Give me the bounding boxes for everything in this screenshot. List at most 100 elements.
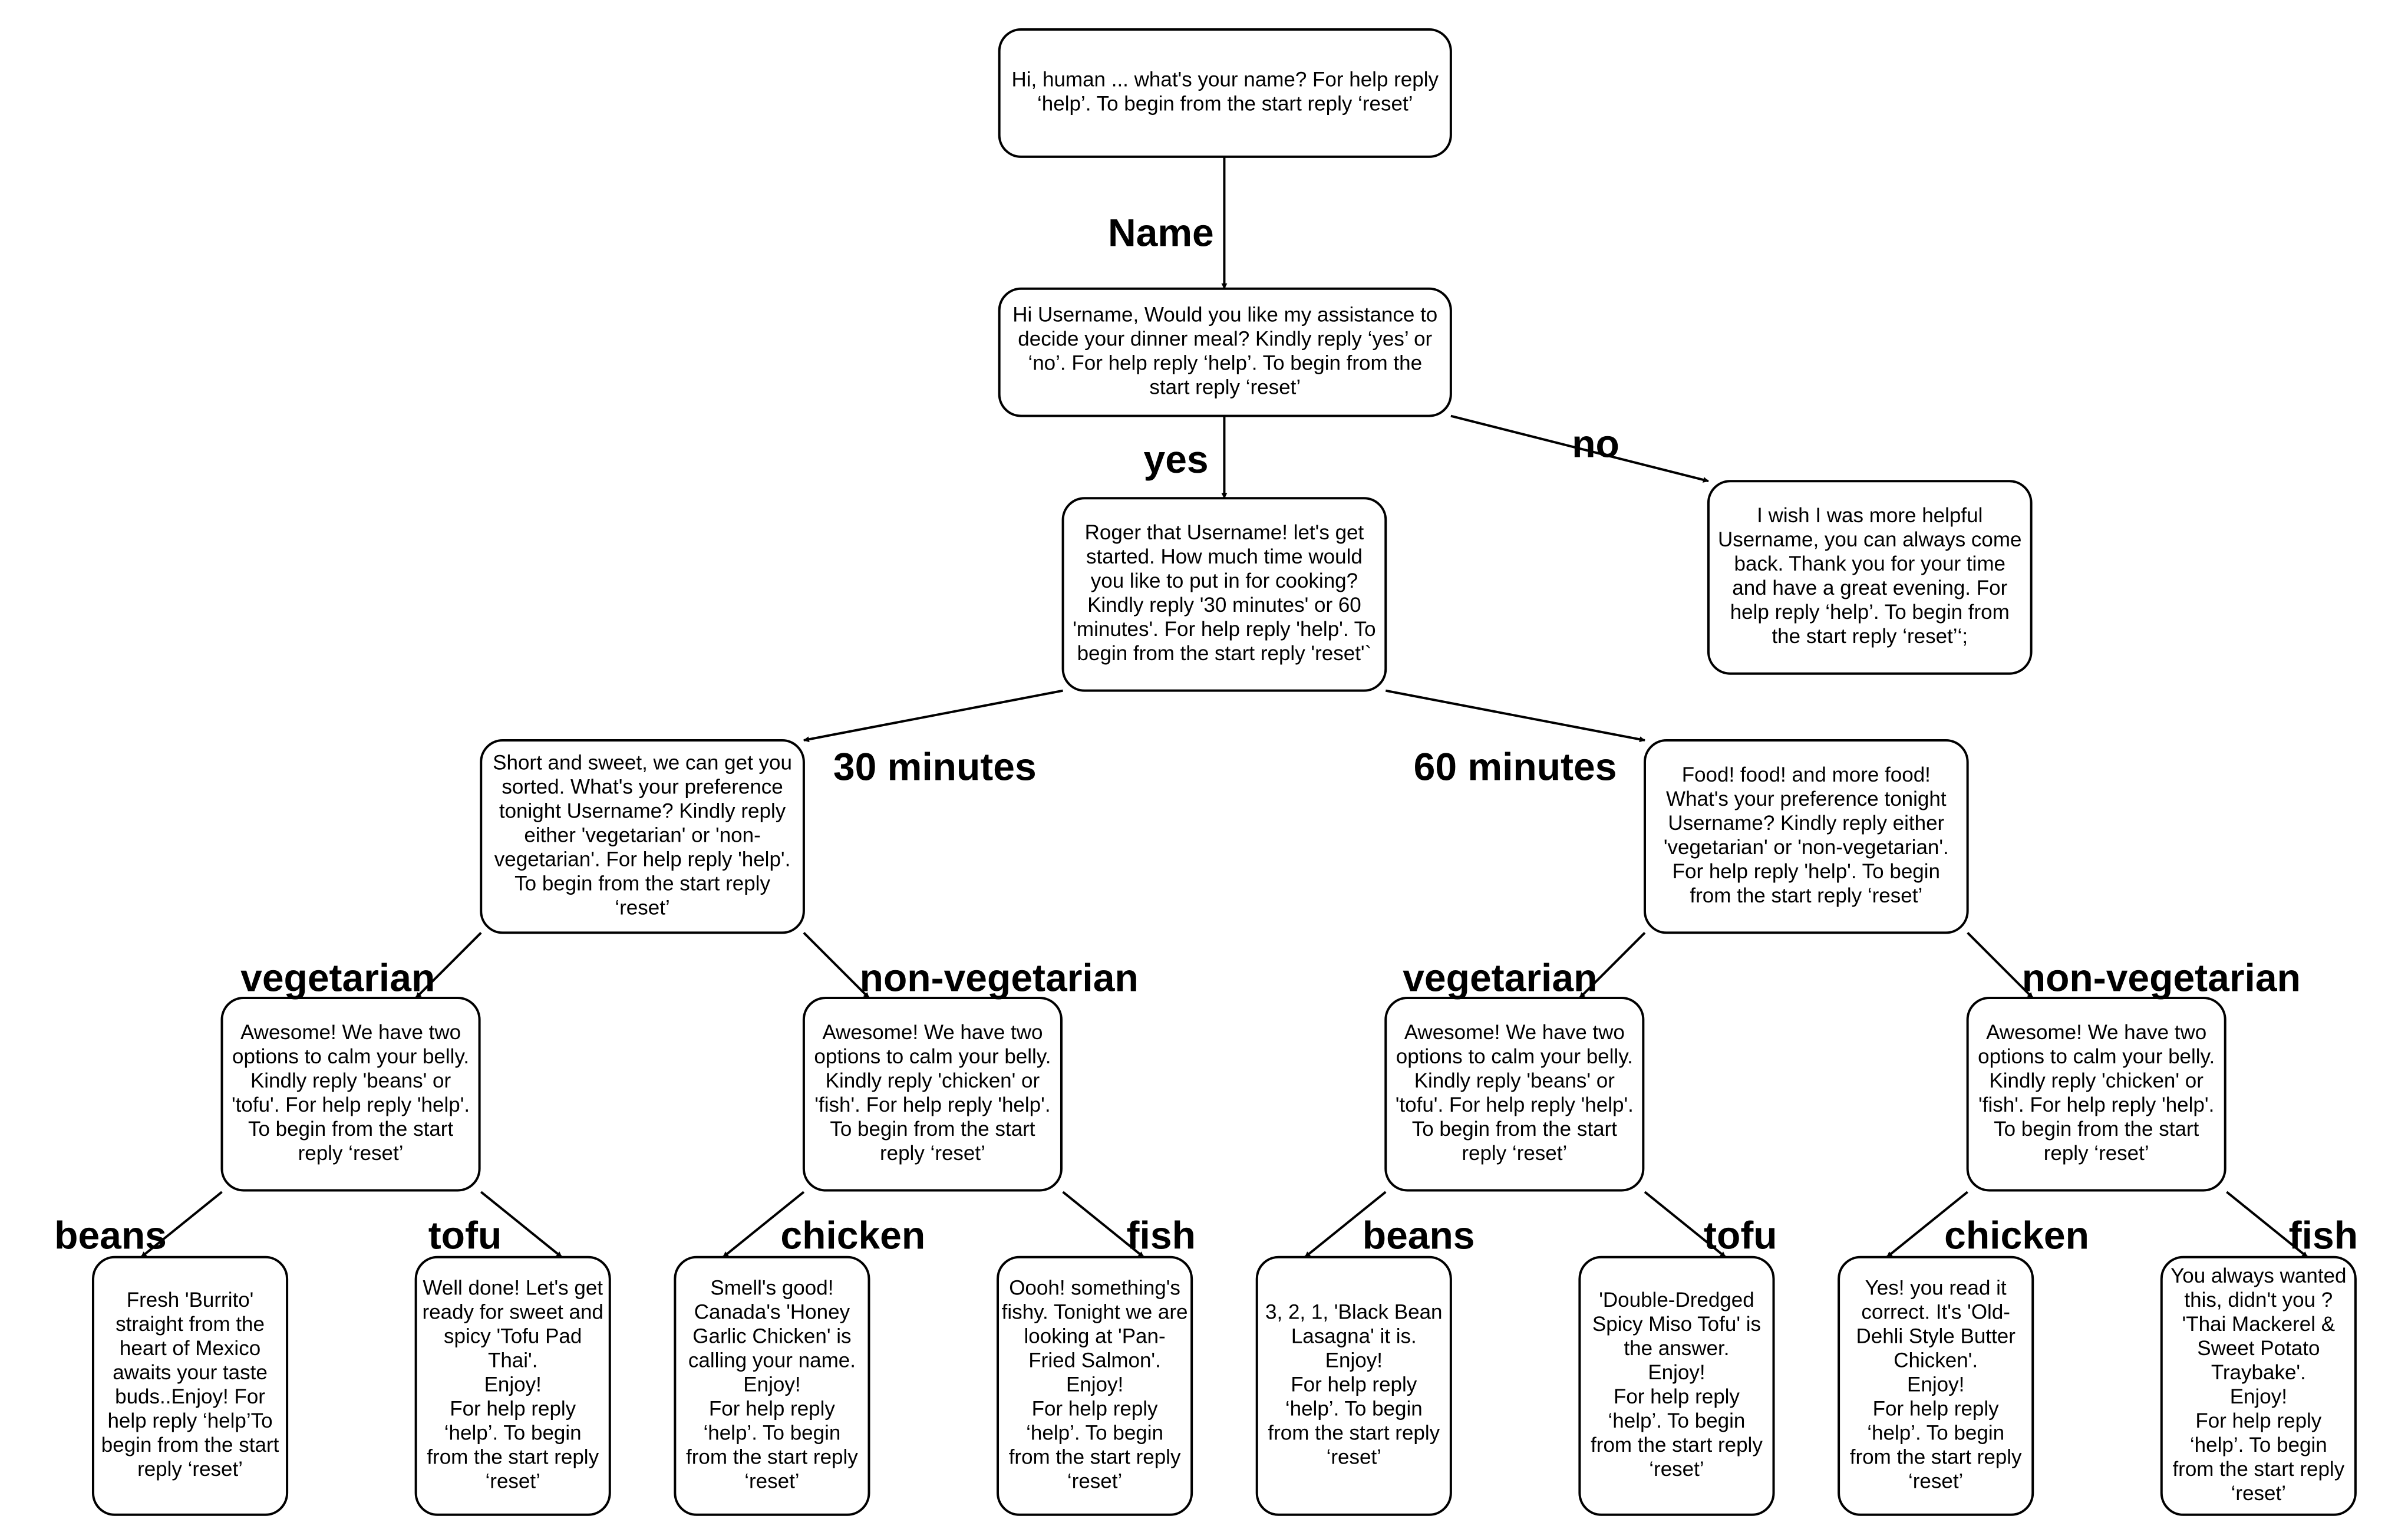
node-text-line: Enjoy! — [484, 1373, 542, 1396]
node-ask-assist: Hi Username, Would you like my assistanc… — [998, 287, 1452, 417]
node-text-line: reply ‘reset’ — [880, 1142, 985, 1165]
node-box — [1384, 997, 1645, 1192]
node-box — [220, 997, 481, 1192]
node-text-line: reply ‘reset’ — [1462, 1142, 1567, 1165]
node-text-line: help reply ‘help’. To begin from — [1730, 601, 2010, 624]
node-text-line: Awesome! We have two — [822, 1021, 1043, 1044]
node-text-line: buds..Enjoy! For — [115, 1385, 265, 1408]
node-text-line: fishy. Tonight we are — [1002, 1301, 1188, 1324]
node-text-line: ‘reset’ — [615, 896, 669, 919]
node-text-line: You always wanted — [2171, 1264, 2346, 1287]
node-text-line: tonight Username? Kindly reply — [499, 799, 786, 822]
node-box — [1578, 1256, 1775, 1516]
node-text-line: straight from the — [116, 1313, 265, 1336]
node-text-line: Kindly reply 'beans' or — [250, 1069, 451, 1092]
node-text-line: ‘help’. To begin — [2190, 1434, 2327, 1456]
edge-label: yes — [1144, 437, 1209, 481]
node-text-line: ‘help’. To begin — [444, 1422, 582, 1445]
edge-label: beans — [1363, 1214, 1475, 1257]
node-text-line: Short and sweet, we can get you — [493, 751, 792, 774]
edge-label: vegetarian — [240, 955, 435, 999]
node-text-line: heart of Mexico — [120, 1337, 260, 1360]
node-text-line: To begin from the start — [248, 1118, 453, 1141]
node-text-line: Thai'. — [488, 1349, 538, 1372]
node-text-line: options to calm your belly. — [1396, 1045, 1633, 1068]
node-box — [2160, 1256, 2357, 1516]
edge-arrow-pref-60-to-nonveg-60 — [1967, 932, 2034, 999]
node-text-line: from the start reply — [1850, 1446, 2022, 1469]
node-text-line: ‘reset’ — [744, 1470, 799, 1493]
node-text-line: Enjoy! — [2230, 1385, 2287, 1408]
node-text-line: Enjoy! — [1325, 1349, 1383, 1372]
node-text-line: Smell's good! — [710, 1277, 833, 1300]
node-text-line: Enjoy! — [1066, 1373, 1123, 1396]
node-text-line: Kindly reply '30 minutes' or 60 — [1087, 594, 1361, 617]
edge-arrow-pref-60-to-veg-60 — [1578, 932, 1646, 999]
node-text-line: options to calm your belly. — [1978, 1045, 2215, 1068]
edge-label: tofu — [1704, 1214, 1777, 1257]
node-text-line: For help reply — [709, 1398, 835, 1421]
node-text-line: Kindly reply 'beans' or — [1414, 1069, 1615, 1092]
node-text-line: options to calm your belly. — [814, 1045, 1051, 1068]
edge-arrow-nonveg-60-to-butter-chicken — [1886, 1191, 1968, 1258]
edge-label: non-vegetarian — [860, 955, 1139, 999]
node-text-line: ‘help’. To begin — [703, 1422, 840, 1445]
node-text-line: Enjoy! — [743, 1373, 800, 1396]
node-box — [802, 997, 1063, 1192]
node-text-line: To begin from the start — [1994, 1118, 2199, 1141]
node-box — [998, 28, 1452, 158]
edge-label: non-vegetarian — [2022, 955, 2301, 999]
node-box — [1966, 997, 2226, 1192]
edge-arrow-pref-30-to-veg-30 — [415, 932, 482, 999]
node-text-line: decide your dinner meal? Kindly reply ‘y… — [1018, 327, 1432, 350]
node-text-line: from the start reply — [686, 1446, 858, 1469]
node-text-line: ‘reset’ — [2231, 1482, 2286, 1505]
node-text-line: Well done! Let's get — [423, 1277, 603, 1300]
node-box — [414, 1256, 611, 1516]
node-text-line: Awesome! We have two — [240, 1021, 461, 1044]
node-text-line: Garlic Chicken' is — [692, 1325, 851, 1348]
node-box — [997, 1256, 1193, 1516]
node-text-line: 'tofu'. For help reply 'help'. — [232, 1093, 470, 1116]
node-text-line: spicy 'Tofu Pad — [444, 1325, 582, 1348]
node-text-line: awaits your taste — [113, 1361, 268, 1384]
node-text-line: either 'vegetarian' or 'non- — [524, 823, 760, 846]
node-text-line: from the start reply — [2172, 1458, 2344, 1481]
node-text-line: started. How much time would — [1086, 545, 1363, 568]
node-text-line: reply ‘reset’ — [298, 1142, 404, 1165]
node-text-line: from the start reply — [1009, 1446, 1181, 1469]
node-pref-60: Food! food! and more food!What's your pr… — [1643, 739, 1969, 934]
node-text-line: from the start reply ‘reset’ — [1690, 884, 1922, 907]
edge-label: tofu — [428, 1214, 502, 1257]
node-text-line: Sweet Potato — [2197, 1337, 2320, 1360]
node-text-line: To begin from the start — [1412, 1118, 1617, 1141]
node-text-line: this, didn't you ? — [2184, 1289, 2333, 1311]
node-text-line: the answer. — [1624, 1337, 1729, 1360]
node-text-line: ‘reset’ — [1649, 1458, 1704, 1481]
node-text-line: Awesome! We have two — [1404, 1021, 1625, 1044]
edge-label: 60 minutes — [1414, 744, 1617, 788]
node-text-line: Hi Username, Would you like my assistanc… — [1012, 303, 1437, 326]
node-text-line: Kindly reply 'chicken' or — [826, 1069, 1040, 1092]
node-box — [998, 287, 1452, 417]
node-text-line: Canada's 'Honey — [694, 1301, 850, 1324]
node-text-line: ‘help’. To begin — [1867, 1422, 2004, 1445]
node-text-line: Dehli Style Butter — [1856, 1325, 2016, 1348]
node-text-line: ‘help’. To begin — [1285, 1398, 1423, 1421]
node-text-line: ‘reset’ — [486, 1470, 540, 1493]
node-text-line: 'minutes'. For help reply 'help'. To — [1073, 618, 1375, 641]
node-text-line: Food! food! and more food! — [1682, 763, 1931, 786]
node-box — [1707, 480, 2033, 675]
node-text-line: For help reply — [1032, 1398, 1158, 1421]
node-text-line: start reply ‘reset’ — [1149, 375, 1301, 398]
edge-arrow-veg-60-to-black-bean-lasagna — [1304, 1191, 1387, 1258]
